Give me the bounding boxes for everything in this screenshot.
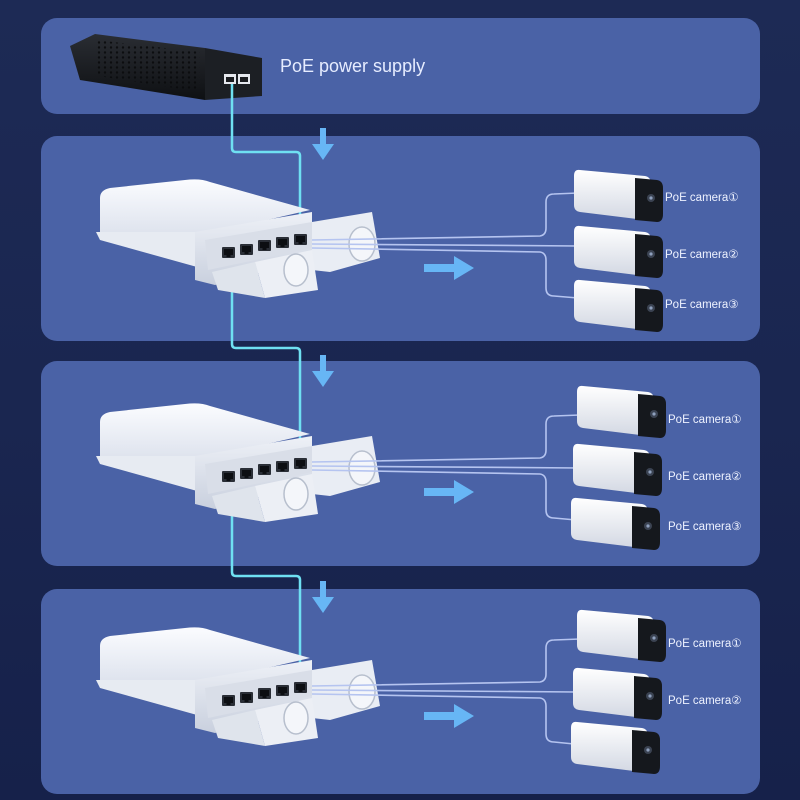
camera-label: PoE camera①	[668, 414, 742, 426]
bullet-camera-icon	[577, 609, 666, 662]
bullet-camera-icon	[571, 497, 660, 550]
bullet-camera-icon	[573, 443, 662, 496]
camera-label: PoE camera②	[665, 249, 739, 261]
down-arrow-icon	[312, 128, 334, 160]
camera-label: PoE camera③	[665, 299, 739, 311]
bullet-camera-icon	[574, 279, 663, 332]
bullet-camera-icon	[573, 667, 662, 720]
camera-label: PoE camera②	[668, 695, 742, 707]
camera-cables-1	[311, 192, 579, 299]
bullet-camera-icon	[574, 225, 663, 278]
camera-cables-3	[311, 638, 581, 745]
right-arrow-icon	[424, 704, 474, 728]
psu-label: PoE power supply	[280, 56, 426, 76]
camera-label: PoE camera②	[668, 471, 742, 483]
right-arrow-icon	[424, 480, 474, 504]
poe-switch-icon	[96, 403, 380, 522]
uplink-cables	[230, 84, 302, 674]
poe-injector-icon	[70, 34, 262, 100]
poe-switch-icon	[96, 627, 380, 746]
bullet-camera-icon	[577, 385, 666, 438]
camera-label: PoE camera③	[668, 521, 742, 533]
right-arrow-icon	[424, 256, 474, 280]
bullet-camera-icon	[574, 169, 663, 222]
camera-label: PoE camera①	[668, 638, 742, 650]
bullet-camera-icon	[571, 721, 660, 774]
poe-switch-icon	[96, 179, 380, 298]
camera-label: PoE camera①	[665, 192, 739, 204]
camera-cables-2	[311, 414, 581, 521]
down-arrow-icon	[312, 355, 334, 387]
down-arrow-icon	[312, 581, 334, 613]
